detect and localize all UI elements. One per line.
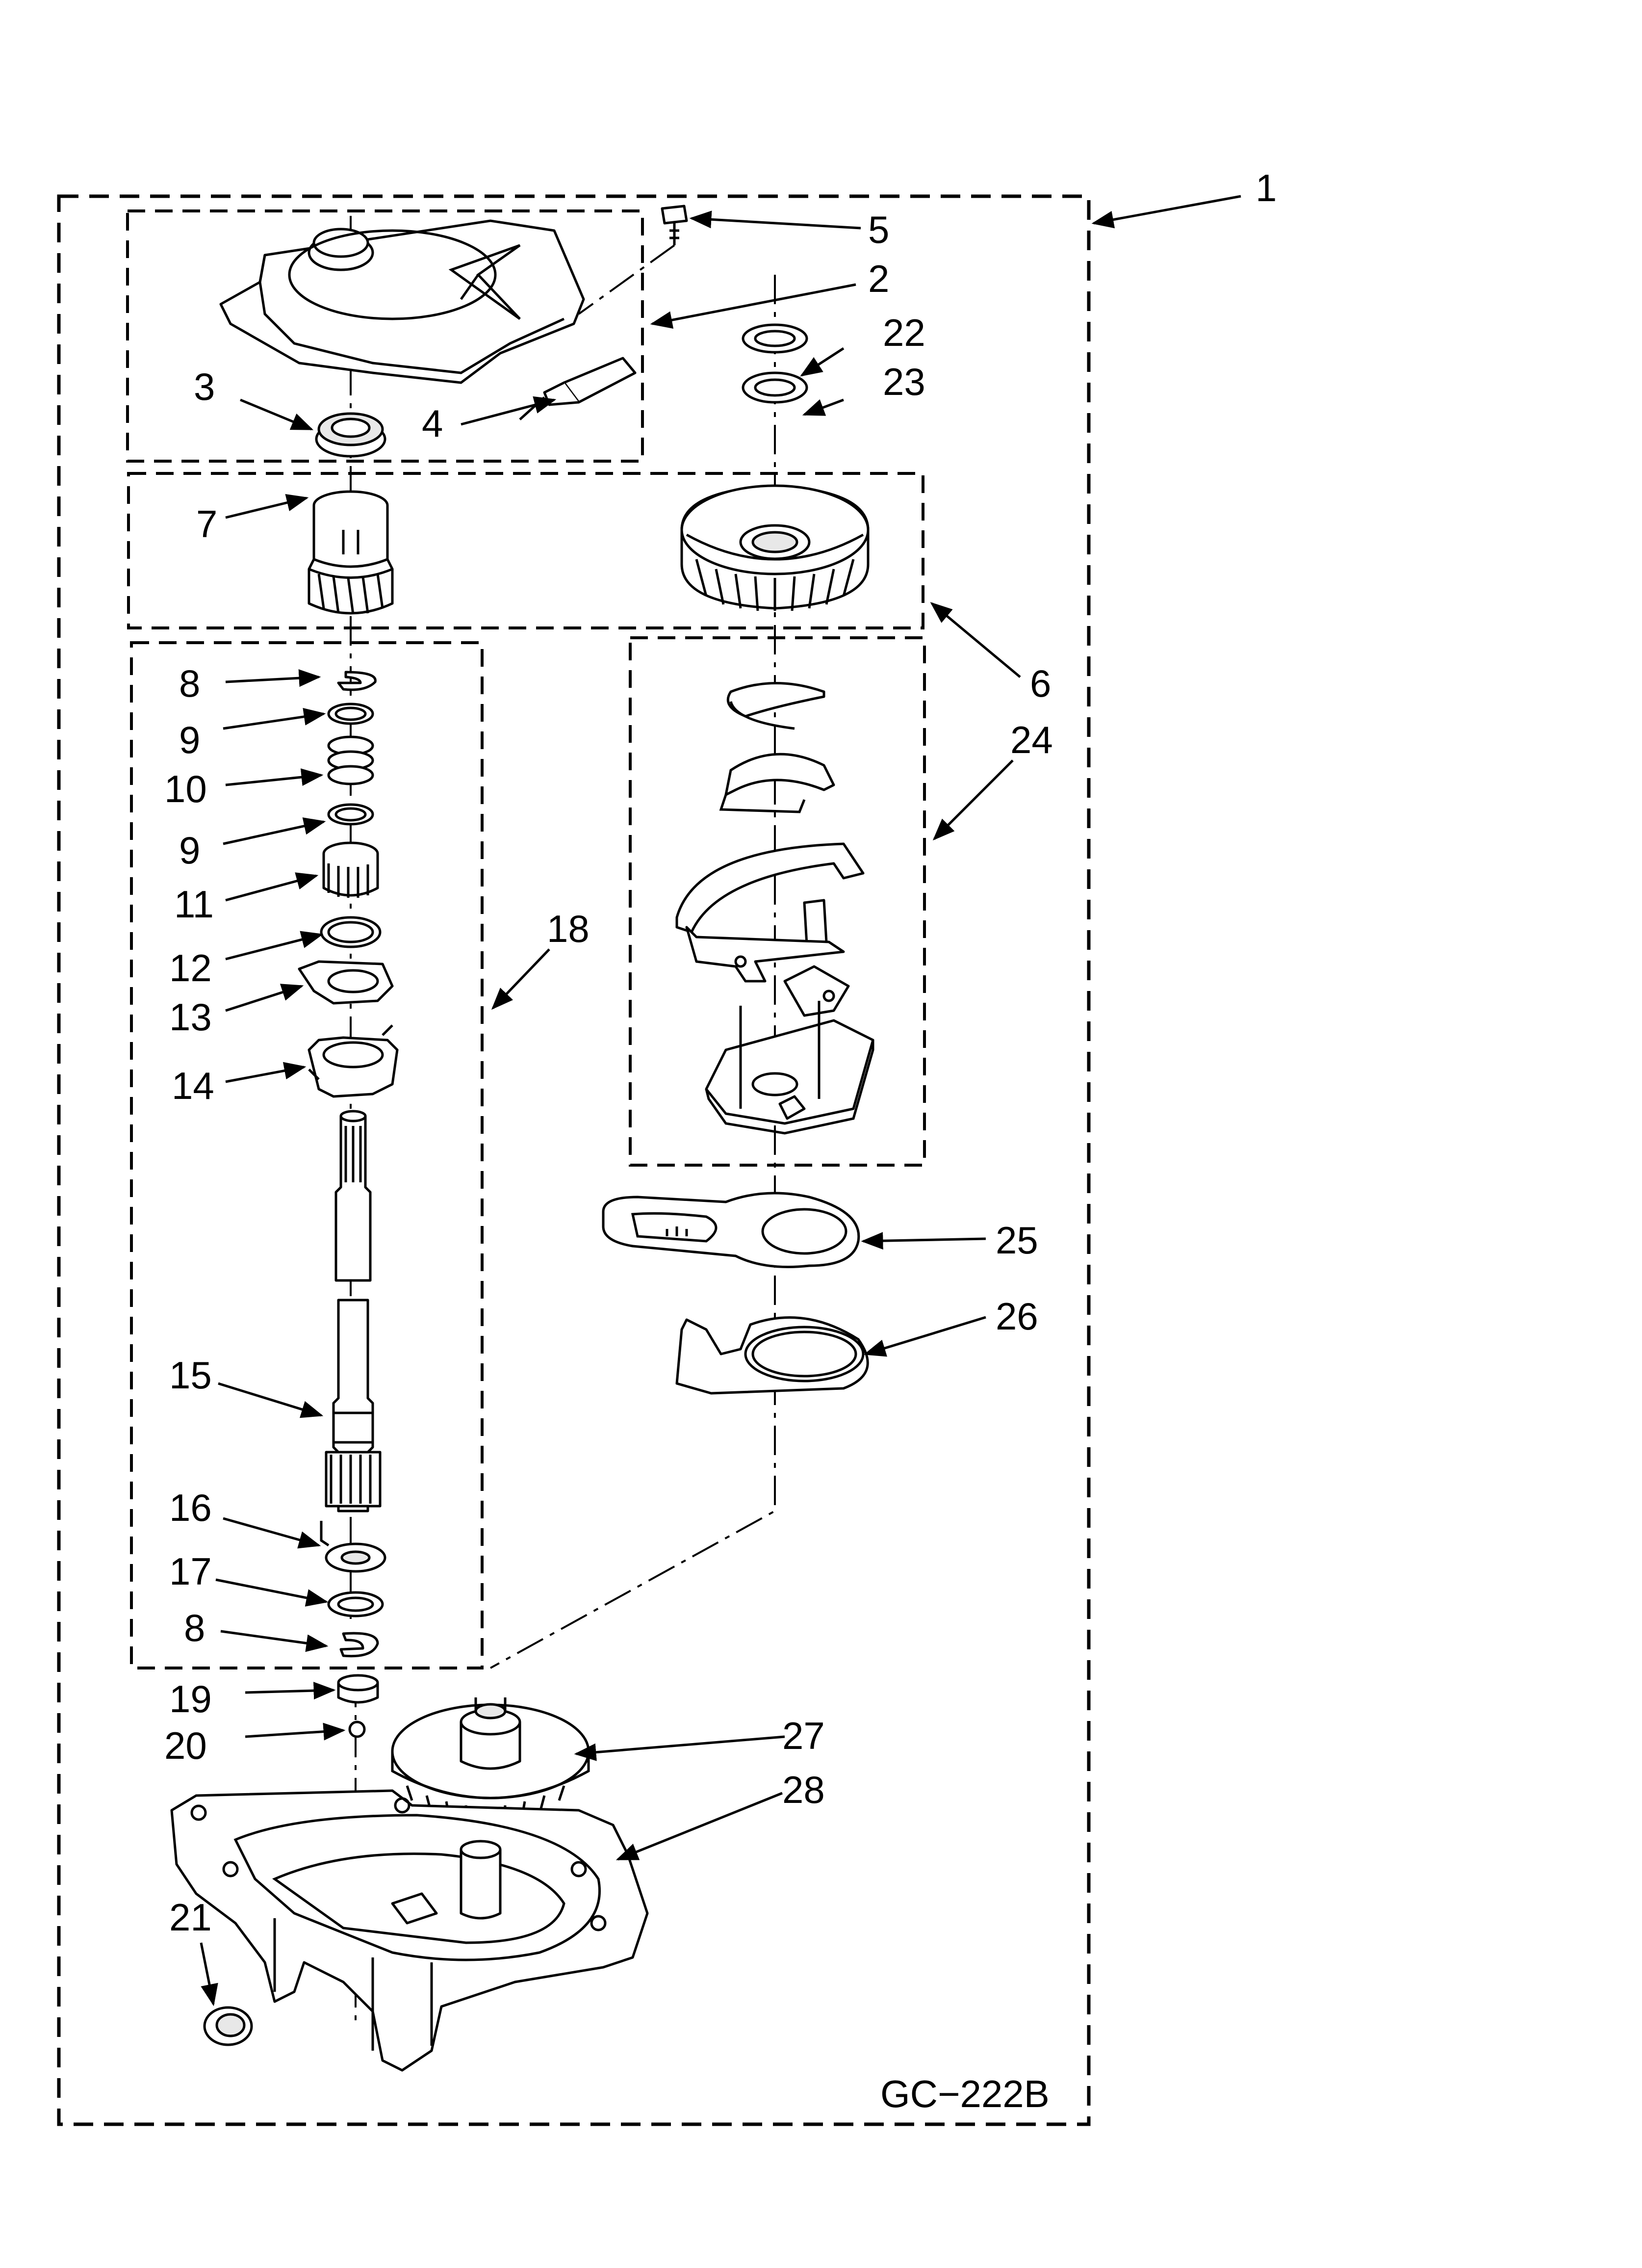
cam-14 (308, 1024, 399, 1098)
washer-9-upper (327, 703, 374, 725)
callout-19: 19 (169, 1677, 212, 1721)
pinion-gear-11 (322, 841, 379, 898)
brake-band (719, 753, 835, 813)
cam-lever (602, 1192, 860, 1268)
callout-8-upper: 8 (179, 662, 200, 705)
grease-tube (519, 357, 637, 420)
agitator-shaft (325, 1110, 382, 1512)
callout-5: 5 (868, 208, 889, 251)
callout-2: 2 (868, 257, 889, 300)
callout-14: 14 (172, 1064, 214, 1107)
washer-9-lower (327, 803, 374, 826)
callout-26: 26 (996, 1295, 1038, 1338)
callout-22: 22 (883, 311, 925, 354)
callout-9-lower: 9 (179, 829, 200, 872)
callout-1: 1 (1256, 166, 1277, 209)
ball-20 (348, 1721, 366, 1738)
washer-17 (327, 1591, 384, 1617)
callout-11: 11 (174, 883, 214, 926)
callout-27: 27 (782, 1714, 825, 1757)
spin-gear (391, 1697, 590, 1821)
callout-23: 23 (883, 360, 925, 403)
gearcase-base (170, 1789, 649, 2072)
washer-23 (742, 371, 808, 404)
callout-28: 28 (782, 1768, 825, 1811)
washer-12 (320, 916, 382, 948)
clutch-spring (726, 682, 825, 730)
helical-pinion (308, 490, 394, 615)
screw-axis (578, 244, 675, 315)
callout-3: 3 (194, 365, 215, 408)
shift-fork (675, 1316, 869, 1395)
outer-assembly-frame (57, 194, 1091, 2126)
diagram-code: GC−222B (880, 2072, 1050, 2115)
callout-9-upper: 9 (179, 718, 200, 761)
clutch-plate (705, 1001, 874, 1135)
callout-18: 18 (547, 907, 590, 950)
spring-10 (327, 735, 374, 785)
retaining-ring-lower (339, 1632, 379, 1658)
callout-20: 20 (164, 1724, 207, 1767)
drive-gear (680, 484, 870, 611)
clutch-subassembly-box (629, 636, 926, 1167)
leader-lines (200, 195, 1241, 2007)
callout-25: 25 (996, 1219, 1038, 1262)
gear-subassembly-box (127, 472, 924, 629)
cam-13 (298, 960, 394, 1005)
cover-screw (661, 205, 688, 245)
right-center-axis (490, 275, 776, 1669)
washer-16 (320, 1521, 386, 1573)
shaft-subassembly-box (130, 641, 484, 1669)
callout-10: 10 (164, 767, 207, 810)
callout-17: 17 (169, 1550, 212, 1593)
callout-15: 15 (169, 1354, 212, 1397)
callout-16: 16 (169, 1486, 212, 1529)
callout-21: 21 (169, 1896, 212, 1939)
callout-13: 13 (169, 995, 212, 1039)
brake-lever (675, 842, 865, 946)
callout-labels: 1 2 3 4 5 6 7 8 9 10 9 11 12 13 14 15 16… (164, 166, 1277, 2115)
callout-24: 24 (1010, 718, 1053, 761)
seal (315, 412, 386, 458)
callout-12: 12 (169, 946, 212, 990)
washer-22 (742, 323, 808, 354)
bushing-19 (337, 1674, 379, 1704)
cover-subassembly-box (126, 209, 644, 463)
gearcase-cover (219, 219, 585, 384)
actuator-arm (685, 926, 850, 1017)
callout-4: 4 (422, 402, 443, 445)
callout-7: 7 (196, 502, 217, 546)
callout-8-lower: 8 (184, 1606, 205, 1649)
callout-6: 6 (1030, 662, 1051, 705)
retaining-ring-upper (337, 671, 377, 691)
plug-21 (203, 2006, 253, 2046)
